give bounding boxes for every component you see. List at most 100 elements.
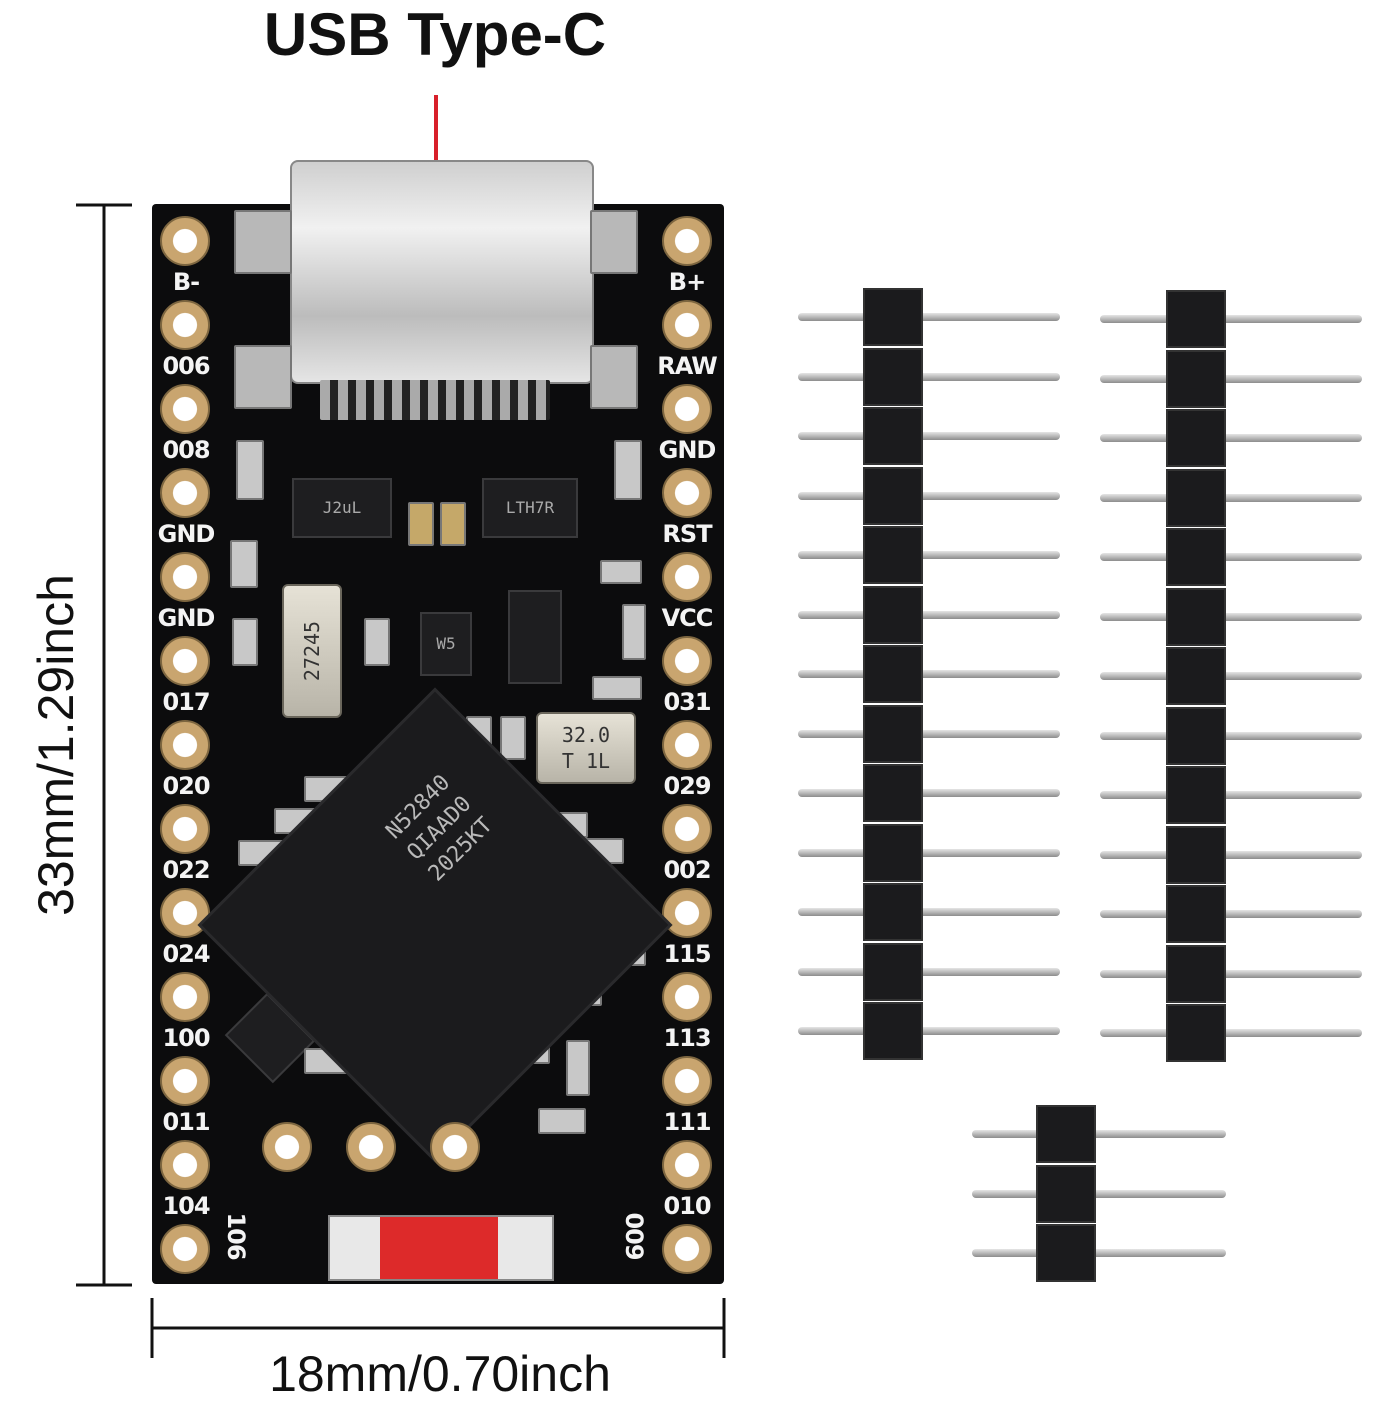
width-dimension-label: 18mm/0.70inch	[269, 1346, 611, 1402]
header-strip-2-pin	[1100, 374, 1362, 383]
header-strip-1-block	[863, 823, 923, 882]
right-pin-pad	[662, 552, 712, 602]
left-pin-label: 017	[162, 688, 210, 716]
connector-tab-left	[234, 210, 292, 274]
left-pin-pad	[160, 468, 210, 518]
left-pin-pad	[160, 1140, 210, 1190]
resistor	[566, 1040, 590, 1096]
right-pin-label: 113	[663, 1024, 711, 1052]
right-pin-pad	[662, 720, 712, 770]
left-pin-label: 008	[162, 436, 210, 464]
resistor	[622, 604, 646, 660]
header-strip-2-pin	[1100, 434, 1362, 442]
header-strip-2-pin	[1100, 1029, 1362, 1037]
bottom-pad	[430, 1122, 480, 1172]
header-strip-3-block	[1036, 1224, 1096, 1282]
crystal-2-line-2: T 1L	[561, 749, 611, 773]
header-strip-2-pin	[1100, 969, 1362, 978]
crystal-oscillator-1: 27245	[282, 584, 342, 718]
right-pin-label: 031	[663, 688, 711, 716]
header-strip-2-block	[1166, 766, 1226, 824]
right-pin-label: 029	[663, 772, 711, 800]
connector-contacts	[320, 380, 550, 420]
header-strip-1-block	[863, 466, 923, 525]
crystal-2-line-1: 32.0	[561, 723, 611, 747]
w5-chip-label: W5	[436, 634, 456, 653]
right-pin-label: 009	[620, 1212, 648, 1260]
left-pin-pad	[160, 888, 210, 938]
resistor	[592, 676, 642, 700]
header-strip-1-pin	[798, 670, 1060, 678]
resistor	[500, 716, 526, 760]
header-strip-1-pin	[798, 908, 1060, 916]
header-strip-2-block	[1166, 409, 1226, 467]
header-strip-2-block	[1166, 944, 1226, 1003]
header-strip-1-pin	[798, 848, 1060, 857]
header-strip-2-block	[1166, 349, 1226, 408]
right-pin-pad	[662, 300, 712, 350]
led-left	[236, 440, 264, 500]
left-pin-pad	[160, 972, 210, 1022]
bottom-pad	[262, 1122, 312, 1172]
transistor-chip	[508, 590, 562, 684]
left-pin-pad	[160, 384, 210, 434]
right-pin-pad	[662, 636, 712, 686]
header-strip-2-pin	[1100, 493, 1362, 502]
header-strip-3-block	[1036, 1105, 1096, 1163]
left-pin-pad	[160, 552, 210, 602]
left-pin-label: 024	[162, 940, 210, 968]
w5-chip: W5	[420, 612, 472, 676]
usb-type-c-title: USB Type-C	[263, 1, 607, 68]
right-pin-pad	[662, 468, 712, 518]
left-pin-label: GND	[157, 520, 216, 548]
bottom-pad	[346, 1122, 396, 1172]
header-strip-2-block	[1166, 825, 1226, 884]
left-pin-pad	[160, 636, 210, 686]
regulator-chip-label: J2uL	[322, 498, 362, 517]
resistor	[364, 618, 390, 666]
usb-c-connector	[290, 160, 594, 384]
header-strip-1-block	[863, 347, 923, 406]
right-pin-pad	[662, 384, 712, 434]
led-right	[614, 440, 642, 500]
rgb-led-red-window	[380, 1217, 498, 1279]
header-strip-1-block	[863, 407, 923, 465]
left-pin-label: 106	[222, 1212, 250, 1260]
right-pin-pad	[662, 888, 712, 938]
header-strip-3-block	[1036, 1164, 1096, 1223]
header-strip-3-pin	[972, 1249, 1226, 1257]
right-pin-pad	[662, 804, 712, 854]
connector-tab-right	[590, 210, 638, 274]
connector-tab-left-lower	[234, 345, 292, 409]
left-pin-pad	[160, 1224, 210, 1274]
header-strip-1-pin	[798, 551, 1060, 559]
left-pin-pad	[160, 720, 210, 770]
header-strip-1-block	[863, 288, 923, 346]
header-strip-2-pin	[1100, 315, 1362, 323]
header-strip-2-block	[1166, 587, 1226, 646]
header-strip-2-block	[1166, 1004, 1226, 1062]
left-pin-label: 022	[162, 856, 210, 884]
header-strip-2-pin	[1100, 612, 1362, 621]
header-strip-1-block	[863, 585, 923, 644]
header-strip-2-block	[1166, 647, 1226, 705]
resistor	[230, 540, 258, 588]
header-strip-2-block	[1166, 706, 1226, 765]
header-strip-1-block	[863, 526, 923, 584]
header-strip-2-pin	[1100, 672, 1362, 680]
lth7r-chip: LTH7R	[482, 478, 578, 538]
right-pin-label: 010	[663, 1192, 711, 1220]
capacitor	[440, 502, 466, 546]
header-strip-1-pin	[798, 313, 1060, 321]
lth7r-chip-label: LTH7R	[505, 498, 555, 517]
header-strip-2-pin	[1100, 910, 1362, 918]
header-strip-2-pin	[1100, 731, 1362, 740]
resistor	[538, 1108, 586, 1134]
header-strip-1-pin	[798, 372, 1060, 381]
header-strip-1-pin	[798, 491, 1060, 500]
right-pin-pad	[662, 1056, 712, 1106]
right-pin-pad	[662, 1224, 712, 1274]
right-pin-label: 002	[663, 856, 711, 884]
header-strip-1-pin	[798, 789, 1060, 797]
right-pin-label: B+	[668, 268, 706, 296]
